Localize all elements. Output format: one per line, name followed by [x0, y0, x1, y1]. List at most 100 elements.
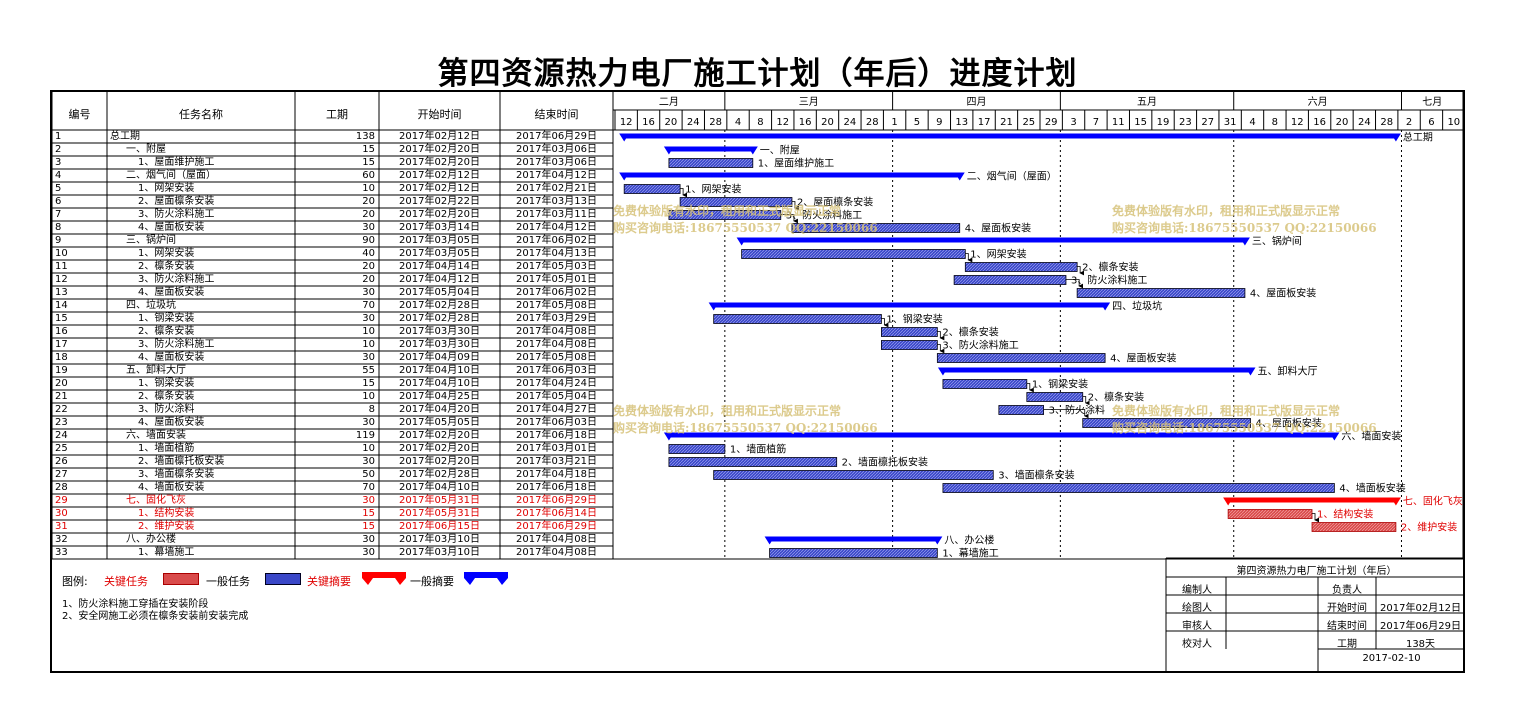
tb-start-value: 2017年02月12日 — [1380, 603, 1461, 614]
bar-label-20: 1、钢梁安装 — [1032, 378, 1088, 391]
summary-end-cap-1 — [1390, 133, 1401, 142]
cell-start-26: 2017年02月20日 — [399, 456, 480, 467]
cell-end-32: 2017年04月08日 — [516, 534, 597, 545]
cell-name-4: 二、烟气间（屋面） — [126, 170, 216, 181]
tb-reviewer: 审核人 — [1182, 621, 1212, 632]
cell-duration-25: 10 — [362, 443, 375, 454]
task-bar-31 — [1311, 522, 1397, 532]
cell-id-20: 20 — [55, 378, 68, 389]
month-label-0: 二月 — [659, 96, 679, 108]
cell-name-20: 1、钢梁安装 — [138, 378, 195, 389]
cell-id-10: 10 — [55, 248, 68, 259]
watermark-4b: 购买咨询电话:18675550537 QQ:22150066 — [1112, 421, 1377, 435]
cell-start-28: 2017年04月10日 — [399, 482, 480, 493]
dependency-link-6 — [881, 318, 889, 328]
summary-bar-9 — [741, 237, 1245, 243]
cell-name-25: 1、墙面植筋 — [138, 443, 195, 454]
cell-name-21: 2、檩条安装 — [138, 391, 195, 402]
cell-name-3: 1、屋面维护施工 — [138, 157, 215, 168]
cell-duration-9: 90 — [362, 235, 375, 246]
cell-id-1: 1 — [55, 131, 62, 142]
bar-label-23: 4、屋面板安装 — [1256, 417, 1322, 430]
cell-name-12: 3、防火涂料施工 — [138, 274, 215, 285]
cell-duration-1: 138 — [355, 131, 375, 142]
legend-normal-summary-swatch — [464, 572, 508, 585]
cell-end-11: 2017年05月03日 — [516, 261, 597, 272]
cell-duration-33: 30 — [362, 547, 375, 558]
cell-start-25: 2017年02月20日 — [399, 443, 480, 454]
cell-start-14: 2017年02月28日 — [399, 300, 480, 311]
summary-bar-24 — [668, 432, 1335, 438]
month-label-1: 三月 — [799, 96, 819, 108]
task-bar-30 — [1227, 509, 1313, 519]
cell-duration-15: 30 — [362, 313, 375, 324]
cell-id-17: 17 — [55, 339, 68, 350]
cell-id-5: 5 — [55, 183, 62, 194]
day-tick-label-27: 31 — [1224, 117, 1237, 128]
cell-start-7: 2017年02月20日 — [399, 209, 480, 220]
cell-end-5: 2017年02月21日 — [516, 183, 597, 194]
tb-end-label: 结束时间 — [1327, 621, 1367, 632]
watermark-3b: 购买咨询电话:18675550537 QQ:22150066 — [613, 421, 878, 435]
bar-label-25: 1、墙面植筋 — [730, 443, 786, 456]
cell-id-21: 21 — [55, 391, 68, 402]
summary-end-cap-32 — [932, 536, 943, 545]
cell-name-19: 五、卸料大厅 — [126, 365, 186, 376]
day-tick-label-1: 16 — [642, 117, 655, 128]
summary-end-cap-24 — [1329, 432, 1340, 441]
task-bar-26 — [668, 457, 838, 467]
cell-end-26: 2017年03月21日 — [516, 456, 597, 467]
cell-end-23: 2017年06月03日 — [516, 417, 597, 428]
summary-bar-32 — [769, 536, 938, 542]
tb-duration-label: 工期 — [1337, 639, 1357, 650]
watermark-3a: 免费体验版有水印，租用和正式版显示正常 — [613, 404, 842, 418]
cell-start-33: 2017年03月10日 — [399, 547, 480, 558]
day-tick-label-14: 9 — [936, 117, 942, 128]
cell-start-15: 2017年02月28日 — [399, 313, 480, 324]
cell-end-16: 2017年04月08日 — [516, 326, 597, 337]
cell-id-23: 23 — [55, 417, 68, 428]
cell-name-8: 4、屋面板安装 — [138, 222, 205, 233]
bar-label-9: 三、锅炉间 — [1252, 235, 1302, 248]
bar-label-30: 1、结构安装 — [1317, 508, 1373, 521]
cell-end-30: 2017年06月14日 — [516, 508, 597, 519]
day-tick-label-37: 10 — [1447, 117, 1460, 128]
watermark-1b: 购买咨询电话:18675550537 QQ:22150066 — [613, 221, 878, 235]
cell-name-28: 4、墙面板安装 — [138, 482, 205, 493]
bar-label-6: 2、屋面檩条安装 — [797, 196, 873, 209]
cell-duration-24: 119 — [355, 430, 375, 441]
cell-duration-20: 15 — [362, 378, 375, 389]
cell-start-12: 2017年04月12日 — [399, 274, 480, 285]
cell-name-6: 2、屋面檩条安装 — [138, 196, 215, 207]
day-tick-label-30: 12 — [1291, 117, 1304, 128]
day-tick-label-11: 28 — [866, 117, 879, 128]
day-tick-label-16: 17 — [978, 117, 991, 128]
day-tick-label-2: 20 — [665, 117, 678, 128]
day-tick-label-6: 8 — [757, 117, 763, 128]
cell-name-29: 七、固化飞灰 — [126, 495, 186, 506]
tb-title: 第四资源热力电厂施工计划（年后） — [1236, 566, 1397, 577]
dependency-link-9 — [1026, 383, 1034, 393]
cell-duration-27: 50 — [362, 469, 375, 480]
cell-id-3: 3 — [55, 157, 62, 168]
cell-name-13: 4、屋面板安装 — [138, 287, 205, 298]
cell-duration-26: 30 — [362, 456, 375, 467]
cell-end-13: 2017年06月02日 — [516, 287, 597, 298]
day-tick-label-19: 29 — [1045, 117, 1058, 128]
dependency-link-3 — [965, 253, 973, 263]
cell-name-22: 3、防火涂料 — [138, 404, 195, 415]
cell-duration-30: 15 — [362, 508, 375, 519]
cell-end-22: 2017年04月27日 — [516, 404, 597, 415]
cell-id-6: 6 — [55, 196, 62, 207]
bar-label-27: 3、墙面檩条安装 — [998, 469, 1074, 482]
task-bar-23 — [1082, 418, 1251, 428]
cell-name-14: 四、垃圾坑 — [126, 300, 176, 311]
tb-owner: 负责人 — [1332, 585, 1362, 596]
cell-id-2: 2 — [55, 144, 62, 155]
cell-name-27: 3、墙面檩条安装 — [138, 469, 215, 480]
task-bar-17 — [881, 340, 938, 350]
bar-label-29: 七、固化飞灰 — [1403, 495, 1463, 508]
cell-id-28: 28 — [55, 482, 68, 493]
task-bar-6 — [679, 197, 793, 207]
